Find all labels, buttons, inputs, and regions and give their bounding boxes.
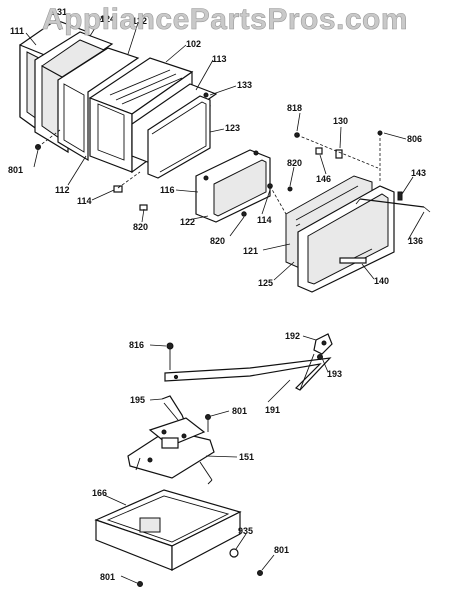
label-116: 116	[160, 185, 175, 195]
hardware-screws	[35, 92, 403, 217]
part-151-latch-plate	[127, 417, 215, 485]
label-820-right: 820	[287, 158, 302, 168]
label-820-center: 820	[210, 236, 225, 246]
part-816-screw	[166, 342, 174, 370]
part-132-panel	[57, 47, 140, 162]
label-146: 146	[316, 174, 331, 184]
label-818: 818	[287, 103, 302, 113]
label-114-left: 114	[77, 196, 92, 206]
label-130: 130	[333, 116, 348, 126]
label-166: 166	[92, 488, 107, 498]
label-143: 143	[411, 168, 426, 178]
label-801-plate: 801	[232, 406, 247, 416]
label-136: 136	[408, 236, 423, 246]
label-133: 133	[237, 80, 252, 90]
part-192-latch-hook	[313, 333, 333, 360]
part-166-insulation-tray	[94, 489, 242, 571]
label-816: 816	[129, 340, 144, 350]
label-820-left: 820	[133, 222, 148, 232]
label-801-bottom-right: 801	[274, 545, 289, 555]
label-806: 806	[407, 134, 422, 144]
part-123-gasket-panel	[147, 95, 211, 179]
label-801-top: 801	[8, 165, 23, 175]
label-193: 193	[327, 369, 342, 379]
part-935-washer	[137, 548, 263, 587]
label-195: 195	[130, 395, 145, 405]
label-121: 121	[243, 246, 258, 256]
part-140-outer-door-panel	[297, 185, 395, 293]
part-195-spring	[161, 395, 185, 421]
label-801-bottom-left: 801	[100, 572, 115, 582]
label-124: 124	[100, 14, 115, 24]
label-191: 191	[265, 405, 280, 415]
label-125: 125	[258, 278, 273, 288]
part-136-door-handle	[355, 198, 431, 213]
leader-lines-top	[25, 16, 425, 281]
leader-lines-bottom	[103, 335, 329, 584]
label-192: 192	[285, 331, 300, 341]
label-131: 131	[52, 7, 67, 17]
label-112: 112	[55, 185, 70, 195]
label-935: 935	[238, 526, 253, 536]
label-123: 123	[225, 123, 240, 133]
alignment-lines	[37, 129, 381, 215]
label-132: 132	[132, 16, 147, 26]
part-116-glass-pack	[195, 149, 271, 223]
label-113: 113	[212, 54, 227, 64]
label-102: 102	[186, 39, 201, 49]
label-111: 111	[10, 26, 24, 36]
part-191-latch-rod	[164, 353, 332, 391]
label-140: 140	[374, 276, 389, 286]
part-124-door-glass	[34, 31, 114, 154]
part-801-screw-plate	[205, 414, 211, 432]
label-114-right: 114	[257, 215, 272, 225]
label-122: 122	[180, 217, 195, 227]
label-151: 151	[239, 452, 254, 462]
